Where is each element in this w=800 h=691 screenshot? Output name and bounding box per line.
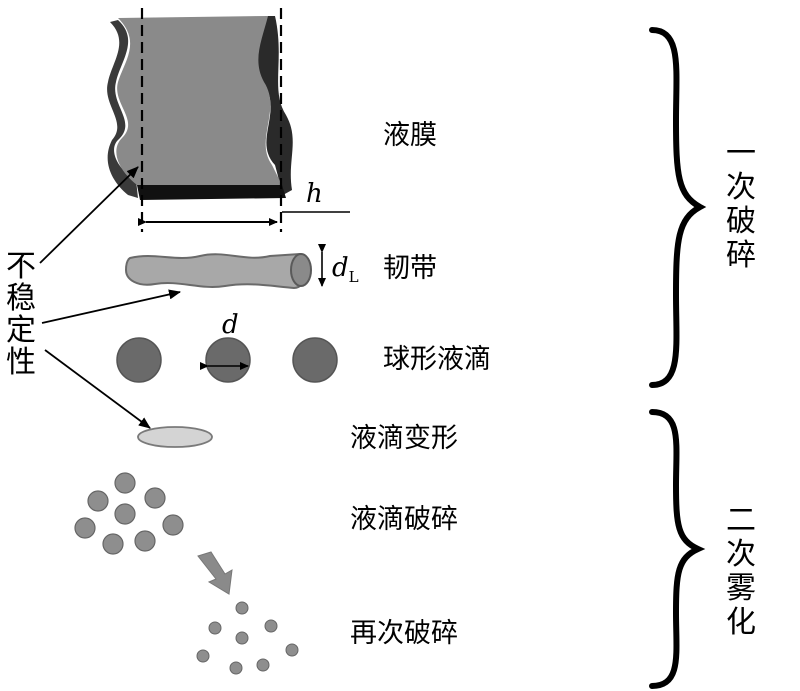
small-droplet [264, 619, 278, 633]
small-droplet [256, 658, 270, 672]
ligament-end-cap [290, 253, 312, 287]
label-ligament: 韧带 [383, 253, 437, 284]
film-right-edge [256, 16, 293, 195]
gray-down-arrow [197, 551, 233, 595]
label-spherical-droplet: 球形液滴 [383, 344, 491, 375]
primary-breakup-char: 碎 [726, 238, 756, 273]
instability-label: 不 稳 定 性 [6, 249, 36, 380]
breakup-droplet [134, 530, 156, 552]
breakup-droplet [144, 487, 166, 509]
instability-char: 稳 [6, 281, 36, 316]
primary-breakup-char: 次 [726, 170, 756, 205]
breakup-droplet [102, 533, 124, 555]
film-face [116, 16, 282, 185]
small-droplet [229, 661, 243, 675]
secondary-atomization-brace [649, 409, 706, 689]
ligament-shape [124, 252, 312, 290]
small-droplet [285, 643, 299, 657]
secondary-atomization-char: 雾 [726, 571, 756, 606]
secondary-atomization-label: 二 次 雾 化 [726, 503, 756, 640]
instability-char: 性 [6, 345, 36, 380]
rebreakup-droplet-cluster [196, 601, 299, 675]
spherical-droplet [292, 337, 338, 383]
small-droplet [235, 631, 249, 645]
film-bottom-edge [137, 185, 286, 200]
breakup-droplet [114, 503, 136, 525]
primary-breakup-char: 破 [726, 204, 756, 239]
breakup-droplet [87, 490, 109, 512]
secondary-atomization-char: 次 [726, 537, 756, 572]
droplet-diameter-symbol: d [222, 310, 239, 340]
instability-arrow-to-droplet [44, 349, 151, 429]
instability-arrow-to-ligament [41, 289, 181, 324]
instability-arrow-to-film [39, 166, 139, 264]
film-thickness-symbol: h [306, 179, 323, 209]
primary-breakup-label: 一 次 破 碎 [726, 136, 756, 273]
breakup-droplet [74, 517, 96, 539]
label-rebreakup: 再次破碎 [350, 618, 458, 649]
breakup-droplet [114, 472, 136, 494]
ligament-diameter-symbol: dL [332, 253, 359, 286]
deformed-droplet [137, 426, 213, 448]
label-droplet-deformation: 液滴变形 [350, 423, 458, 454]
breakup-droplet-cluster [74, 472, 184, 555]
instability-char: 不 [6, 249, 36, 284]
small-droplet [208, 621, 222, 635]
small-droplet [235, 601, 249, 615]
primary-breakup-brace [649, 27, 707, 388]
instability-char: 定 [6, 313, 36, 348]
label-liquid-film: 液膜 [383, 120, 437, 151]
liquid-film-shape [107, 16, 293, 200]
primary-breakup-char: 一 [726, 136, 756, 171]
small-droplet [196, 649, 210, 663]
secondary-atomization-char: 化 [726, 605, 756, 640]
label-droplet-breakup: 液滴破碎 [350, 504, 458, 535]
secondary-atomization-char: 二 [726, 503, 756, 538]
film-left-edge [107, 20, 138, 198]
breakup-droplet [162, 514, 184, 536]
spherical-droplet [116, 337, 162, 383]
spherical-droplet [205, 337, 251, 383]
